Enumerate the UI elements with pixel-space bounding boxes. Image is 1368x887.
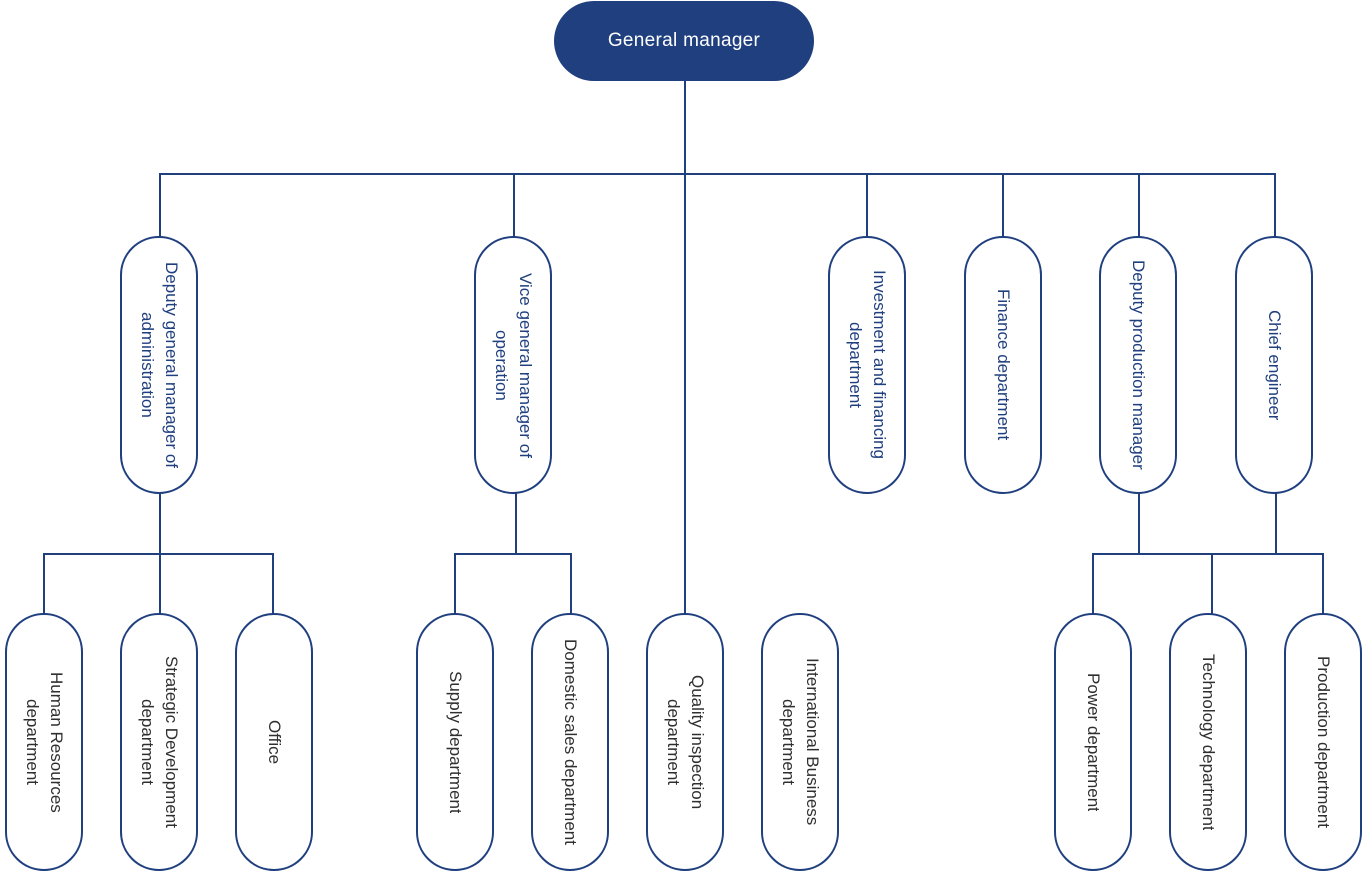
node-label: Human Resources department [23,671,66,813]
node-label: Finance department [994,289,1013,441]
node-label: Power department [1084,672,1103,812]
node-label: Technology department [1199,653,1218,831]
node-general-manager: General manager [554,1,814,81]
node-technology-department: Technology department [1169,613,1247,871]
node-label: Office [265,719,284,765]
node-label: Supply department [446,670,465,814]
node-deputy-general-manager-admin: Deputy general manager of administration [120,236,198,494]
node-quality-inspection-department: Quality inspection department [646,613,724,871]
node-international-business-department: International Business department [761,613,839,871]
node-label: General manager [607,30,761,51]
node-label: Deputy general manager of administration [138,261,181,469]
node-supply-department: Supply department [416,613,494,871]
node-label: Investment and financing department [846,270,889,460]
node-label: Vice general manager of operation [492,272,535,458]
node-domestic-sales-department: Domestic sales department [531,613,609,871]
node-label: Deputy production manager [1129,260,1148,470]
node-label: Strategic Development department [138,656,181,828]
node-office: Office [235,613,313,871]
node-power-department: Power department [1054,613,1132,871]
node-finance-department: Finance department [964,236,1042,494]
node-deputy-production-manager: Deputy production manager [1099,236,1177,494]
node-investment-financing-department: Investment and financing department [828,236,906,494]
node-label: Chief engineer [1265,309,1284,421]
node-label: Quality inspection department [664,674,707,810]
node-label: International Business department [779,658,822,826]
node-label: Production department [1314,656,1333,828]
node-human-resources-department: Human Resources department [5,613,83,871]
node-chief-engineer: Chief engineer [1235,236,1313,494]
node-production-department: Production department [1284,613,1362,871]
node-strategic-development-department: Strategic Development department [120,613,198,871]
node-label: Domestic sales department [561,639,580,845]
node-vice-general-manager-operation: Vice general manager of operation [474,236,552,494]
